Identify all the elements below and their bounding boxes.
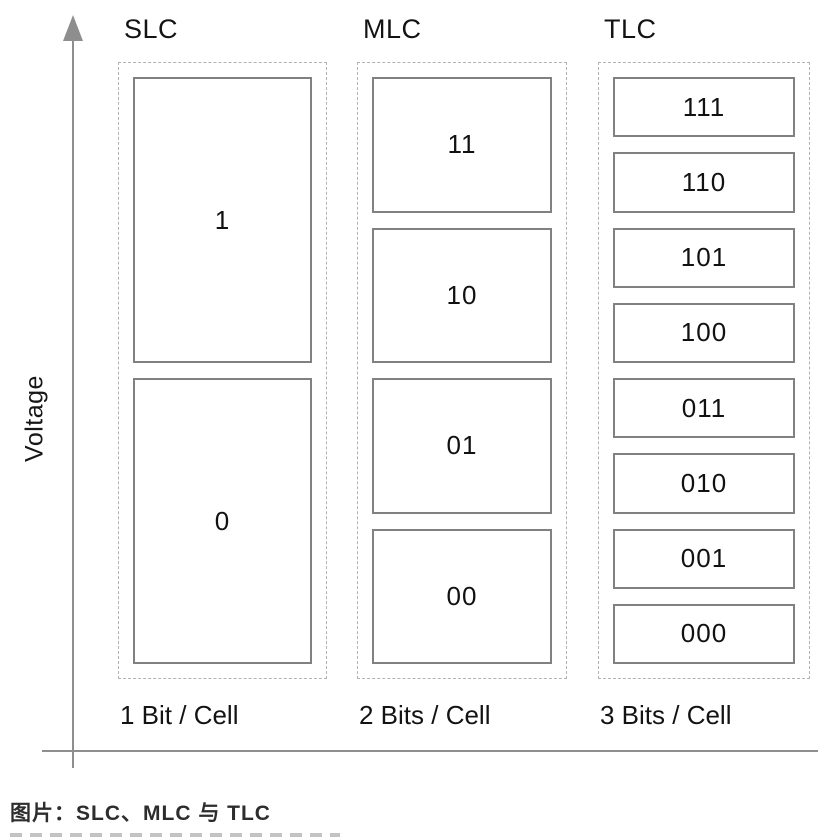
cell-group-mlc: 11 10 01 00 <box>357 62 567 679</box>
voltage-level-cell: 110 <box>613 152 795 213</box>
voltage-level-cell: 101 <box>613 227 795 288</box>
cutoff-next-line-fragment <box>10 833 340 837</box>
arrow-up-icon <box>63 15 83 41</box>
column-footer-mlc: 2 Bits / Cell <box>359 700 491 730</box>
cell-group-tlc: 111 110 101 100 011 010 001 000 <box>598 62 810 679</box>
column-footer-tlc: 3 Bits / Cell <box>600 700 732 730</box>
column-footer-slc: 1 Bit / Cell <box>120 700 239 730</box>
voltage-level-cell: 001 <box>613 528 795 589</box>
voltage-level-cell: 000 <box>613 603 795 664</box>
figure-caption: 图片：SLC、MLC 与 TLC <box>10 802 271 825</box>
voltage-level-cell: 011 <box>613 378 795 439</box>
voltage-level-cell: 11 <box>372 77 552 213</box>
voltage-level-cell: 00 <box>372 528 552 664</box>
voltage-level-cell: 0 <box>133 378 312 664</box>
voltage-level-cell: 1 <box>133 77 312 363</box>
voltage-level-cell: 100 <box>613 302 795 363</box>
y-axis-label: Voltage <box>20 375 49 462</box>
cell-group-slc: 1 0 <box>118 62 327 679</box>
column-tlc: TLC 111 110 101 100 011 010 001 000 3 Bi… <box>598 14 810 731</box>
column-header-mlc: MLC <box>363 14 422 44</box>
column-header-slc: SLC <box>124 14 179 44</box>
x-axis-line <box>42 750 818 752</box>
voltage-level-cell: 010 <box>613 453 795 514</box>
voltage-level-cell: 01 <box>372 378 552 514</box>
column-slc: SLC 1 0 1 Bit / Cell <box>118 14 327 731</box>
column-mlc: MLC 11 10 01 00 2 Bits / Cell <box>357 14 567 731</box>
column-header-tlc: TLC <box>604 14 657 44</box>
y-axis-line <box>72 34 74 768</box>
voltage-level-cell: 10 <box>372 227 552 363</box>
voltage-level-cell: 111 <box>613 77 795 138</box>
